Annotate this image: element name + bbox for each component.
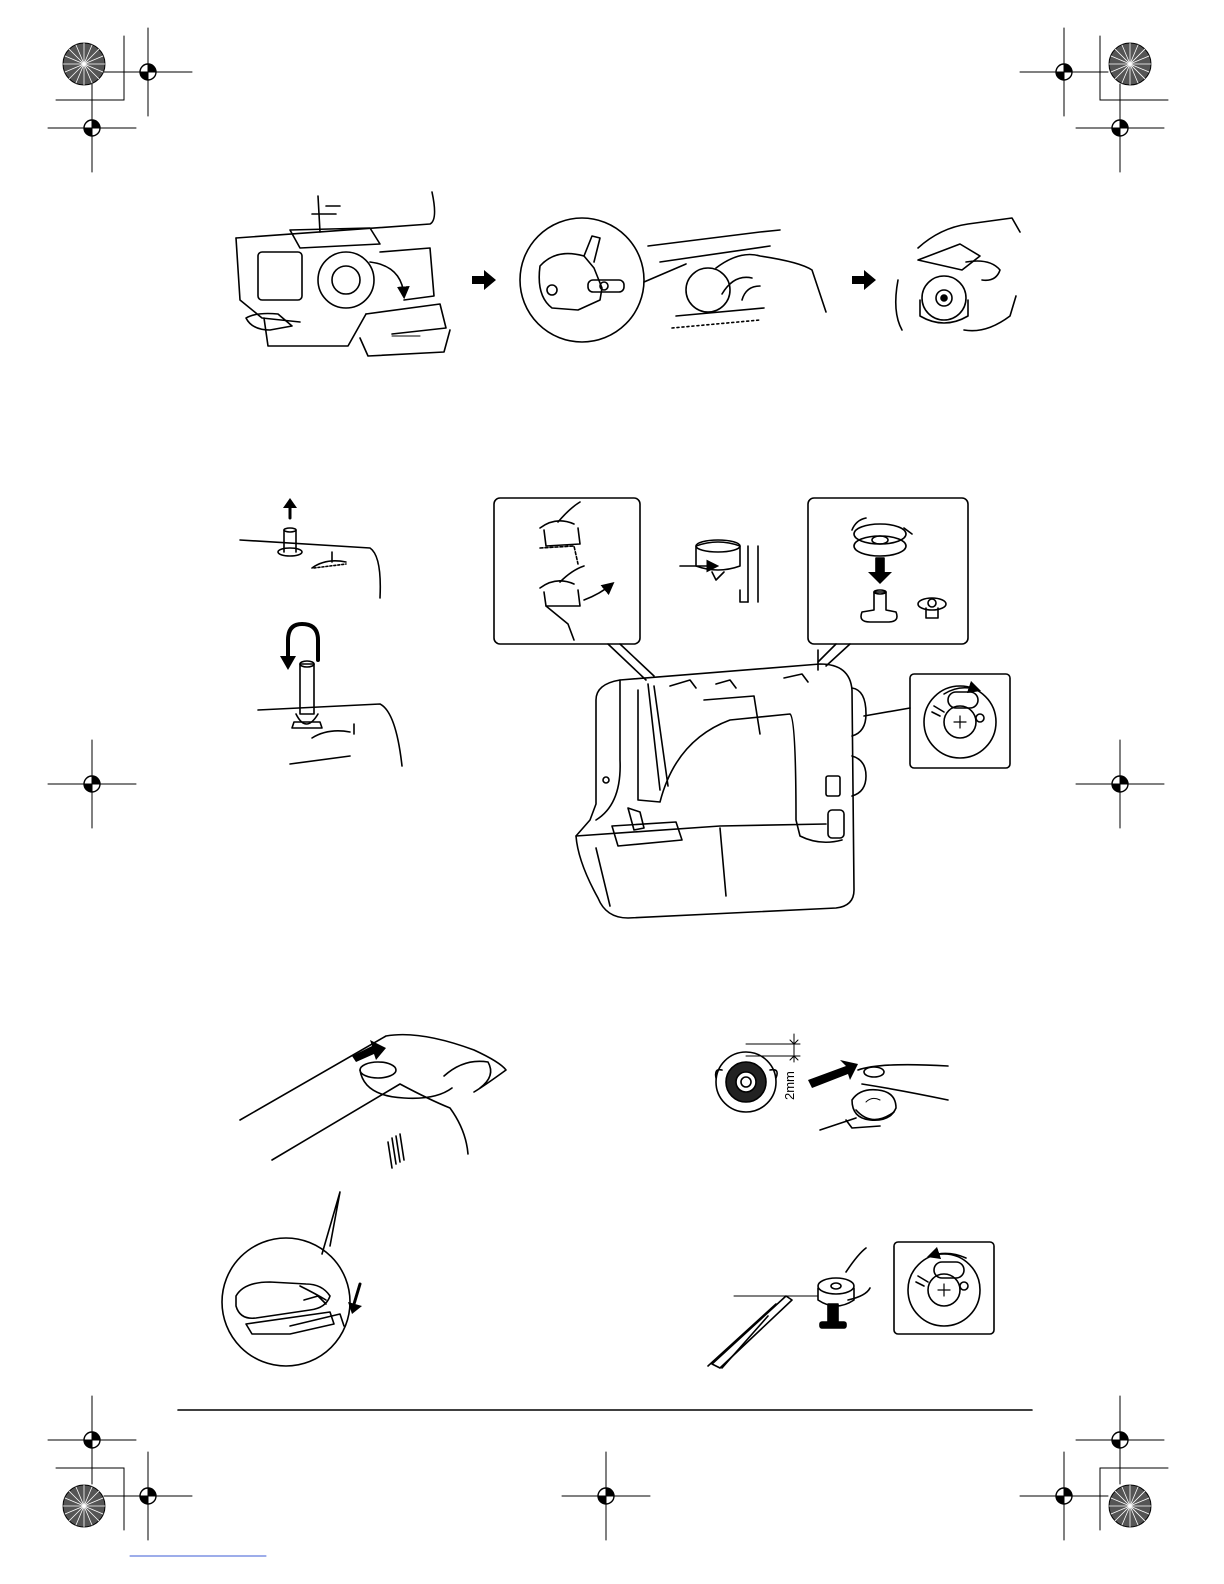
fig-clutch-knob-callout-1 bbox=[910, 674, 1010, 768]
crop-marks bbox=[48, 28, 1168, 1540]
fig-bobbin-on-winder-side bbox=[680, 540, 758, 602]
fig-clutch-knob-callout-2 bbox=[894, 1242, 994, 1334]
step-arrow-2 bbox=[852, 270, 876, 290]
fig-foot-controller-callout bbox=[222, 1192, 362, 1366]
fig-sewing-machine bbox=[576, 650, 910, 918]
fig-bobbin-filled-detail: 2mm bbox=[716, 1034, 800, 1112]
fig-push-bobbin-winder bbox=[240, 1035, 506, 1168]
fig-remove-bobbin bbox=[808, 1060, 948, 1130]
step-arrow-1 bbox=[472, 270, 496, 290]
fig-spool-pin-with-thread bbox=[258, 624, 402, 766]
fig-bobbin-out-of-case bbox=[896, 218, 1020, 331]
bobbin-gap-label: 2mm bbox=[782, 1071, 797, 1100]
fig-bobbin-winder-callout bbox=[808, 498, 968, 666]
fig-thread-guide-callout bbox=[494, 498, 654, 680]
fig-bobbin-case-detail bbox=[520, 218, 826, 342]
fig-spool-pin-up bbox=[240, 498, 380, 598]
fig-cut-thread bbox=[708, 1248, 870, 1368]
fig-open-shuttle-cover bbox=[236, 192, 450, 356]
